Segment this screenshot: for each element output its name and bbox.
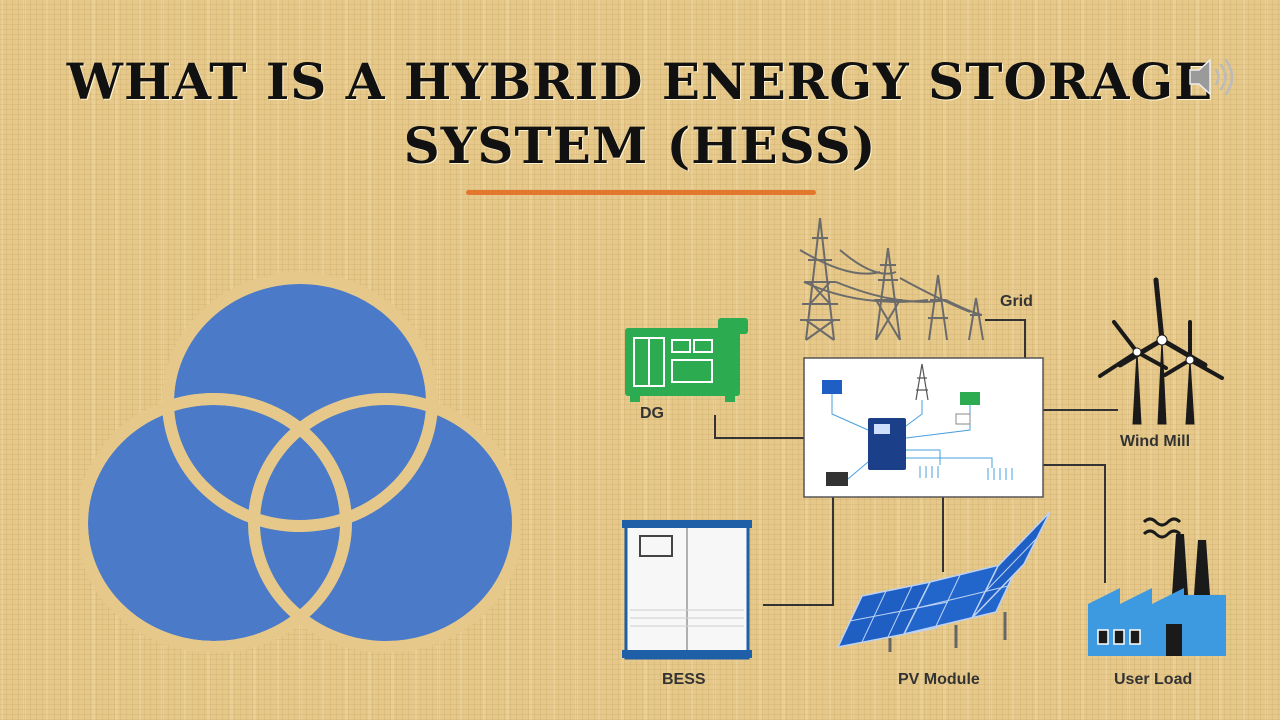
dg-generator-icon	[625, 318, 748, 402]
connection-lines	[714, 319, 1118, 606]
label-grid: Grid	[1000, 293, 1033, 310]
mini-tower-icon	[915, 363, 929, 401]
grid-towers-icon	[799, 217, 984, 341]
wind-mill-icon	[1098, 277, 1224, 425]
mini-dg-icon	[960, 392, 980, 405]
label-bess: BESS	[662, 671, 706, 688]
venn-circles	[80, 272, 520, 653]
user-load-factory-icon	[1088, 517, 1226, 656]
pv-module-icon	[836, 511, 1051, 652]
label-pv-module: PV Module	[898, 671, 980, 688]
mini-battery-icon	[826, 472, 848, 486]
bess-container-icon	[622, 520, 752, 660]
label-wind-mill: Wind Mill	[1120, 433, 1190, 450]
page-title: WHAT IS A HYBRID ENERGY STORAGE SYSTEM (…	[0, 50, 1280, 178]
title-underline	[466, 190, 816, 195]
title-line-2: SYSTEM (HESS)	[403, 116, 877, 175]
venn-diagram	[80, 272, 520, 653]
hess-diagram: Grid DG	[622, 217, 1226, 688]
mini-solar-icon	[822, 380, 842, 394]
title-line-1: WHAT IS A HYBRID ENERGY STORAGE	[66, 52, 1214, 111]
label-user-load: User Load	[1114, 671, 1192, 688]
central-controller-panel	[803, 357, 1044, 498]
speaker-icon[interactable]	[1186, 55, 1238, 99]
label-dg: DG	[640, 405, 664, 422]
